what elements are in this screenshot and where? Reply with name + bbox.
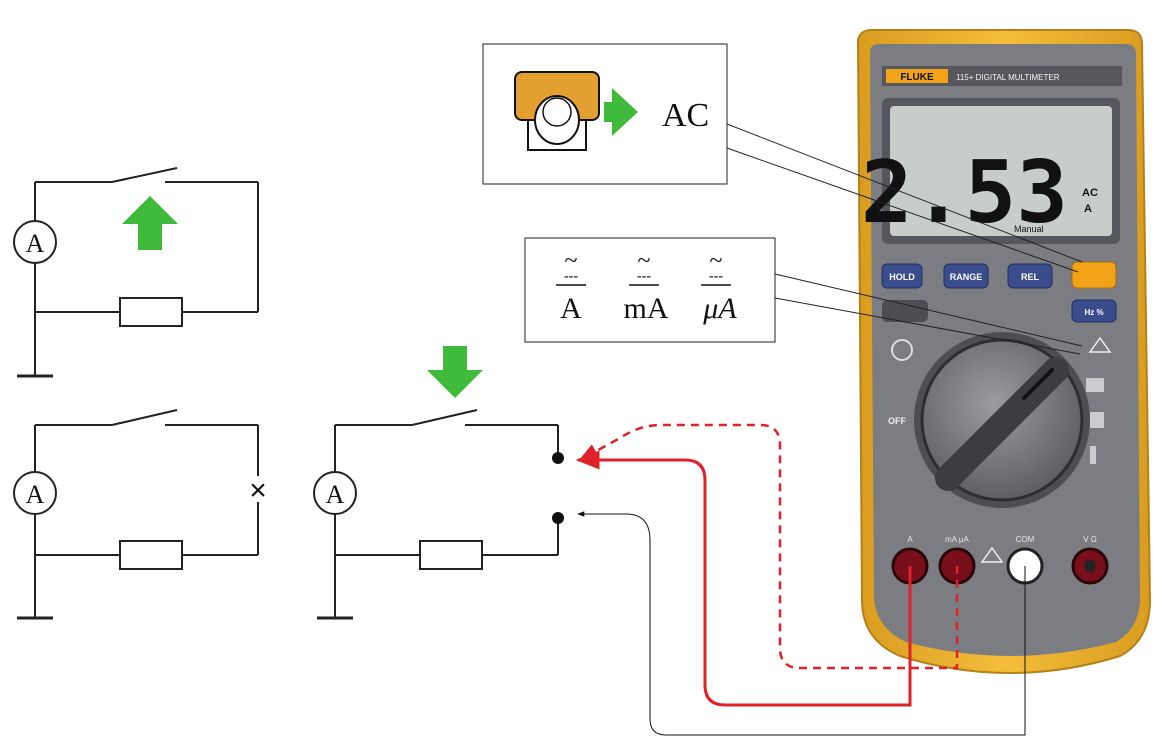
callout-leader xyxy=(726,147,1079,273)
dial-setting-mark xyxy=(1090,412,1104,428)
ammeter-label: A xyxy=(326,480,345,509)
range-button[interactable] xyxy=(943,263,989,289)
lead-com xyxy=(577,511,1026,736)
range-symbol-ma: ~ --- mA xyxy=(624,248,669,325)
warning-triangle-icon xyxy=(1088,336,1112,353)
range-callout-box xyxy=(524,237,776,343)
callout-leader xyxy=(726,123,1083,263)
circuit-break-mark: × xyxy=(249,474,267,507)
ammeter-label: A xyxy=(26,229,45,258)
range-label-ma: mA xyxy=(624,292,669,325)
resistor xyxy=(419,540,483,570)
lcd-unit-top: AC xyxy=(1082,187,1098,199)
green-up-arrow-icon xyxy=(122,196,178,250)
rel-button[interactable] xyxy=(1007,263,1053,289)
dial-off-label: OFF xyxy=(888,416,906,426)
meter-brand: FLUKE xyxy=(900,72,934,83)
terminal-top xyxy=(552,452,564,464)
dial-setting-mark xyxy=(1090,446,1096,464)
dial-position-icon xyxy=(891,339,913,361)
dial-setting-mark xyxy=(1086,378,1104,392)
jack-v-label: V Ω xyxy=(1083,535,1097,544)
hz-button-label: Hz % xyxy=(1084,308,1103,317)
brand-badge xyxy=(886,69,948,83)
switch-blade xyxy=(111,409,178,426)
rotary-dial xyxy=(914,332,1090,508)
ac-label: AC xyxy=(662,97,709,134)
green-right-arrow-icon xyxy=(604,88,638,136)
circuit-measured xyxy=(313,409,559,620)
meter-model: 115+ DIGITAL MULTIMETER xyxy=(956,73,1060,82)
lcd-reading: 2.53 xyxy=(861,143,1068,243)
range-label-a: A xyxy=(560,292,582,325)
ammeter-circle xyxy=(313,471,357,515)
circuit-broken xyxy=(13,409,259,620)
yellow-function-button[interactable] xyxy=(1071,261,1117,289)
callout-leader xyxy=(774,273,1083,347)
range-symbol-ua: ~ --- μA xyxy=(701,248,737,325)
ammeter-circle xyxy=(13,220,57,264)
jack-ma-label: mA μA xyxy=(945,535,969,544)
callout-leader xyxy=(774,297,1081,355)
dc-dash-icon: --- xyxy=(564,269,578,284)
jack-a-label: A xyxy=(907,535,913,544)
backlight-button[interactable] xyxy=(882,300,928,322)
rel-button-label: REL xyxy=(1021,272,1040,282)
dc-dash-icon: --- xyxy=(709,269,723,284)
range-label-ua: μA xyxy=(702,292,737,325)
range-button-label: RANGE xyxy=(950,272,983,282)
jack-v-ohm-hole xyxy=(1084,560,1096,572)
lcd-unit-bottom: A xyxy=(1084,203,1092,215)
lcd-range-mode: Manual xyxy=(1014,224,1044,234)
circuit-closed xyxy=(13,167,259,378)
dial-pointer xyxy=(1022,368,1054,400)
jack-com-label: COM xyxy=(1016,535,1035,544)
resistor xyxy=(119,540,183,570)
terminal-bottom xyxy=(552,512,564,524)
green-down-arrow-icon xyxy=(427,346,483,398)
yellow-button-icon xyxy=(514,71,600,151)
hold-button[interactable] xyxy=(881,263,923,289)
ac-tilde-icon: ~ xyxy=(565,248,578,274)
hold-button-label: HOLD xyxy=(889,272,915,282)
lcd-screen xyxy=(890,106,1112,236)
lead-ma-dashed xyxy=(578,423,959,670)
ammeter-label: A xyxy=(26,480,45,509)
range-symbol-a: ~ --- A xyxy=(556,248,586,325)
switch-blade xyxy=(411,409,478,426)
warning-triangle-icon xyxy=(980,546,1004,563)
ac-tilde-icon: ~ xyxy=(638,248,651,274)
switch-blade xyxy=(111,167,178,183)
ammeter-circle xyxy=(13,471,57,515)
hz-button[interactable] xyxy=(1071,299,1117,323)
lead-a-solid xyxy=(575,450,912,707)
resistor xyxy=(119,297,183,327)
ac-tilde-icon: ~ xyxy=(710,248,723,274)
dc-dash-icon: --- xyxy=(637,269,651,284)
